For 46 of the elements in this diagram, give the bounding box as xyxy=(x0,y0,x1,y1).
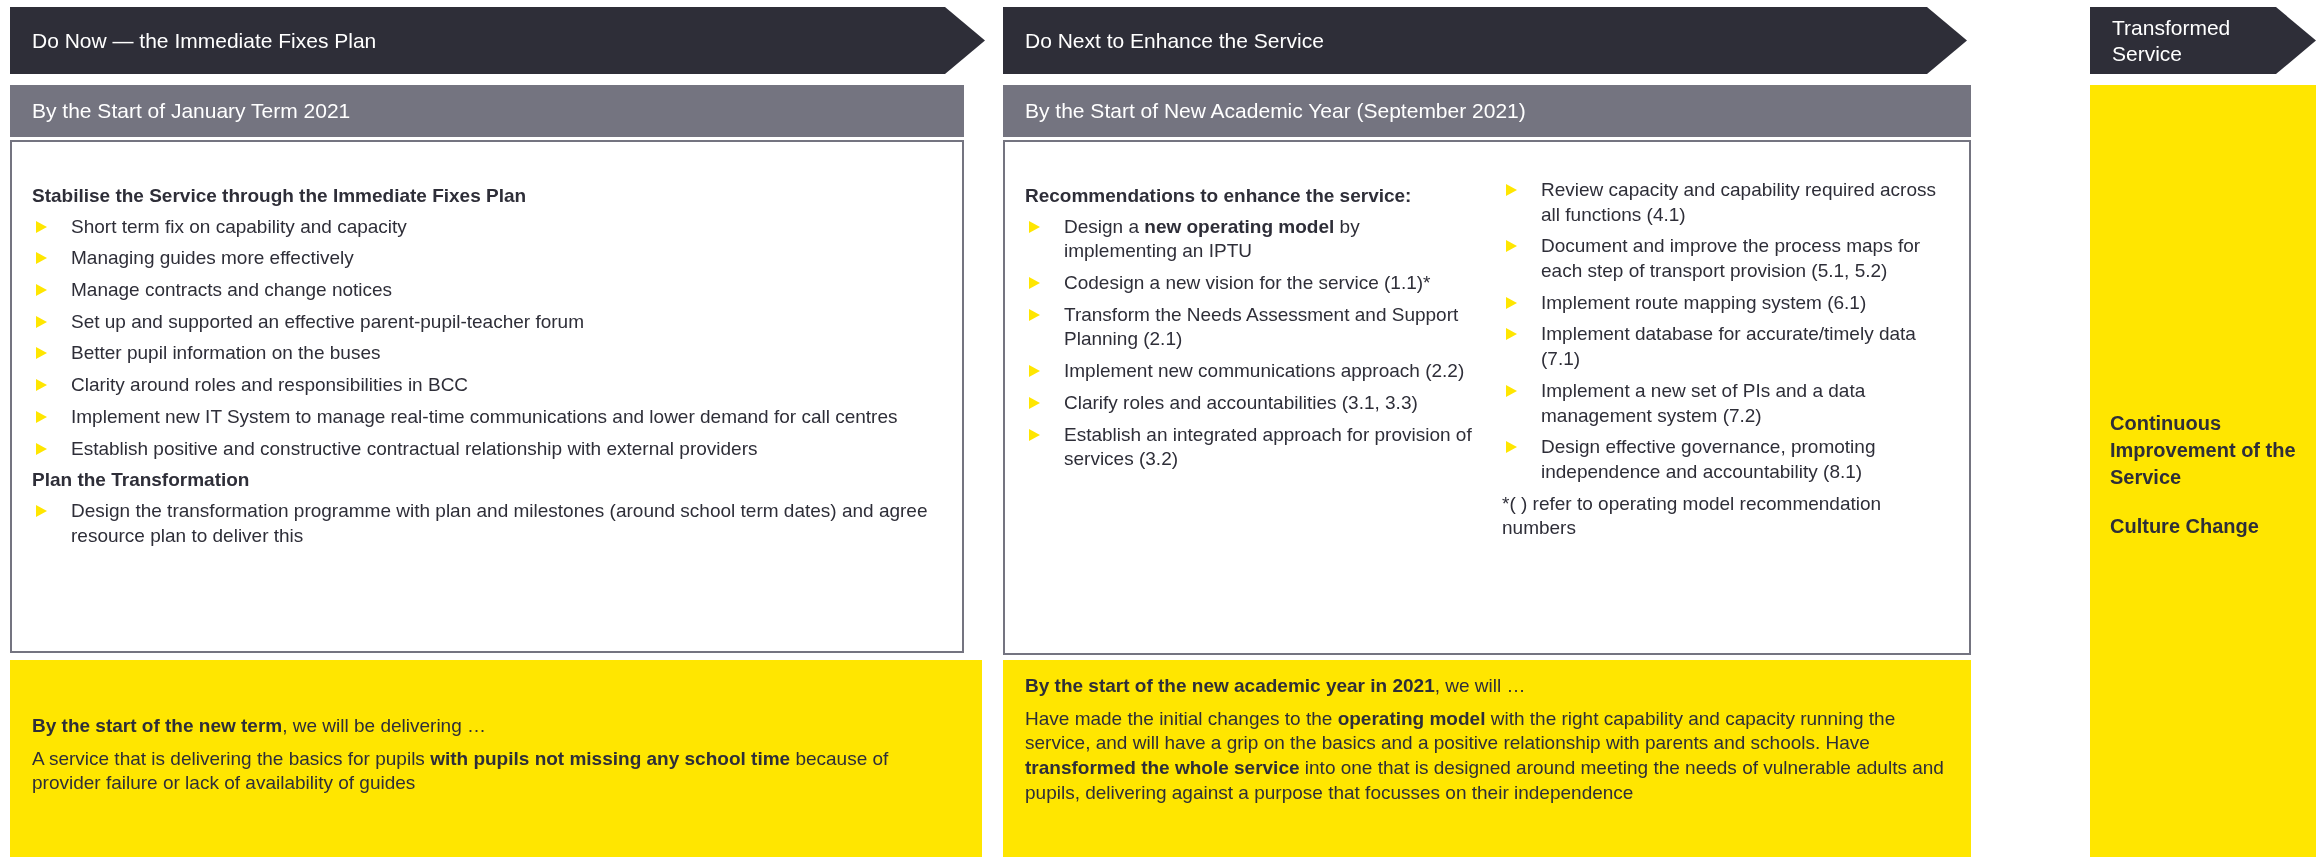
period-title: By the Start of January Term 2021 xyxy=(32,99,351,123)
bullet-text: Managing guides more effectively xyxy=(71,246,354,271)
bullet-text: Design effective governance, promoting independence and accountability (8.1) xyxy=(1541,435,1877,484)
bullet-text: Establish an integrated approach for provision of services (3.2) xyxy=(1064,422,1472,472)
bullet-text: Implement new communications approach (2.2) xyxy=(1064,359,1465,384)
footnote: *( ) refer to operating model recommendation numbers xyxy=(1502,491,1883,541)
stage-title: Do Now — the Immediate Fixes Plan xyxy=(32,27,377,54)
bullet-text: Clarify roles and accountabilities (3.1, 3.3) xyxy=(1064,390,1418,415)
outcome-panel xyxy=(1003,660,1971,857)
outcome-text: Culture Change xyxy=(2110,514,2260,539)
period-header xyxy=(1003,85,1971,137)
outcome-text: Have made the initial changes to the operating model with the right capability and capacity running the service, and will have a grip on the basics and a positive relationship with parents and schools. Have transformed the whole service into one that is designed around meeting the needs of vulnerable adults and pupils, delivering against a purpose that focusses on their independence xyxy=(1025,706,1945,805)
bullet-text: Document and improve the process maps for each step of transport provision (5.1, 5.2) xyxy=(1541,234,1922,284)
bullet-text: Design a new operating model by implementing an IPTU xyxy=(1064,214,1361,264)
section-heading: Plan the Transformation xyxy=(32,468,251,493)
outcome-text: A service that is delivering the basics for pupils with pupils not missing any school time because of provider failure or lack of availability of guides xyxy=(32,746,890,796)
section-heading: Stabilise the Service through the Immediate Fixes Plan xyxy=(32,184,528,208)
chevron-banner xyxy=(10,7,985,74)
action-list-panel xyxy=(10,140,964,653)
outcome-panel xyxy=(2090,85,2316,857)
bullet-text: Manage contracts and change notices xyxy=(71,278,393,303)
outcome-panel xyxy=(10,660,982,857)
stage-title: Transformed Service xyxy=(2112,15,2232,66)
bullet-text: Set up and supported an effective parent-pupil-teacher forum xyxy=(71,309,584,334)
bullet-text: Codesign a new vision for the service (1.1)* xyxy=(1064,271,1431,296)
bullet-text: Implement a new set of PIs and a data management system (7.2) xyxy=(1541,378,1867,428)
period-header xyxy=(10,85,964,137)
bullet-text: Clarity around roles and responsibilities in BCC xyxy=(71,373,469,398)
bullet-text: Transform the Needs Assessment and Support Planning (2.1) xyxy=(1064,302,1460,352)
bullet-text: Better pupil information on the buses xyxy=(71,341,381,366)
outcome-text: By the start of the new academic year in 2021, we will … xyxy=(1025,674,1527,698)
bullet-text: Implement route mapping system (6.1) xyxy=(1541,290,1867,315)
outcome-text: Continuous Improvement of the Service xyxy=(2110,411,2296,490)
bullet-text: Implement database for accurate/timely data (7.1) xyxy=(1541,322,1917,372)
outcome-text: By the start of the new term, we will be delivering … xyxy=(32,714,488,738)
bullet-text: Review capacity and capability required across all functions (4.1) xyxy=(1541,178,1937,227)
chevron-banner xyxy=(1003,7,1967,74)
bullet-text: Implement new IT System to manage real-time communications and lower demand for call centres xyxy=(71,404,898,429)
period-title: By the Start of New Academic Year (September 2021) xyxy=(1025,99,1526,123)
bullet-text: Short term fix on capability and capacity xyxy=(71,214,407,239)
section-heading: Recommendations to enhance the service: xyxy=(1025,184,1413,208)
bullet-text: Establish positive and constructive contractual relationship with external providers xyxy=(71,436,758,461)
stage-title: Do Next to Enhance the Service xyxy=(1025,27,1324,54)
action-list-panel xyxy=(1003,140,1971,655)
bullet-text: Design the transformation programme with plan and milestones (around school term dates) and agree resource plan to deliver this xyxy=(71,498,929,548)
chevron-banner xyxy=(2090,7,2316,74)
